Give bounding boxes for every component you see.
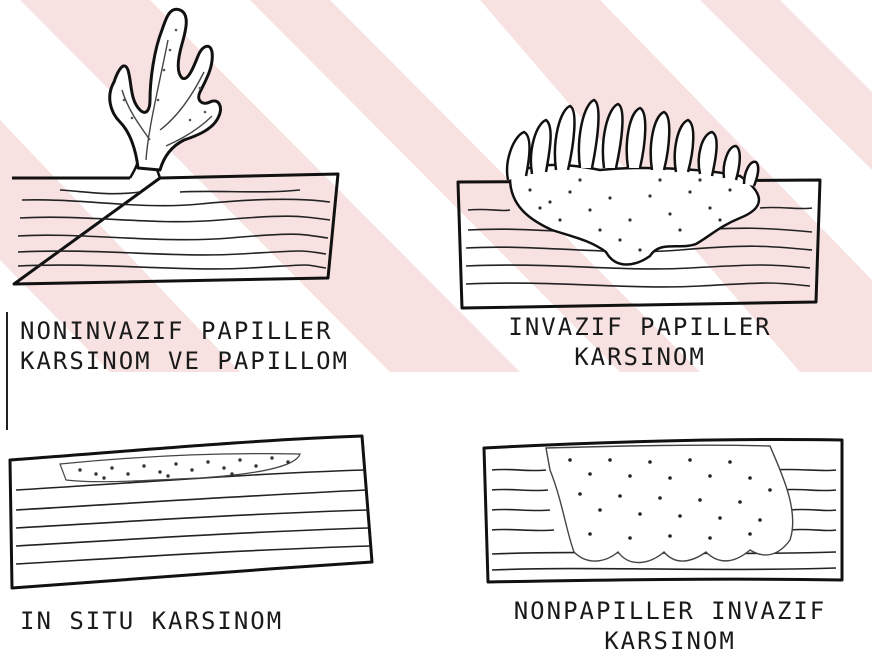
caption-invasive-line2: KARSINOM [470, 342, 810, 372]
papillary-tuft [110, 9, 221, 170]
diagram-noninvasive-papillary [0, 0, 350, 300]
diagram-in-situ [0, 430, 380, 590]
tumor-mass [510, 165, 759, 265]
in-situ-layer [60, 454, 300, 482]
diagram-nonpapillary-invasive [470, 430, 860, 590]
diagram-invasive-papillary [440, 80, 840, 310]
caption-nonpapillary-line1: NONPAPILLER INVAZIF [480, 596, 860, 626]
caption-noninvasive-line1: NONINVAZIF PAPILLER [20, 316, 333, 346]
caption-invasive-line1: INVAZIF PAPILLER [470, 312, 810, 342]
margin-line [6, 312, 8, 430]
stroma-lines [18, 190, 330, 269]
caption-noninvasive-line2: KARSINOM VE PAPILLOM [20, 346, 349, 376]
caption-nonpapillary-line2: KARSINOM [480, 626, 860, 656]
caption-in-situ: IN SITU KARSINOM [20, 606, 283, 636]
invasive-mass [546, 445, 793, 562]
